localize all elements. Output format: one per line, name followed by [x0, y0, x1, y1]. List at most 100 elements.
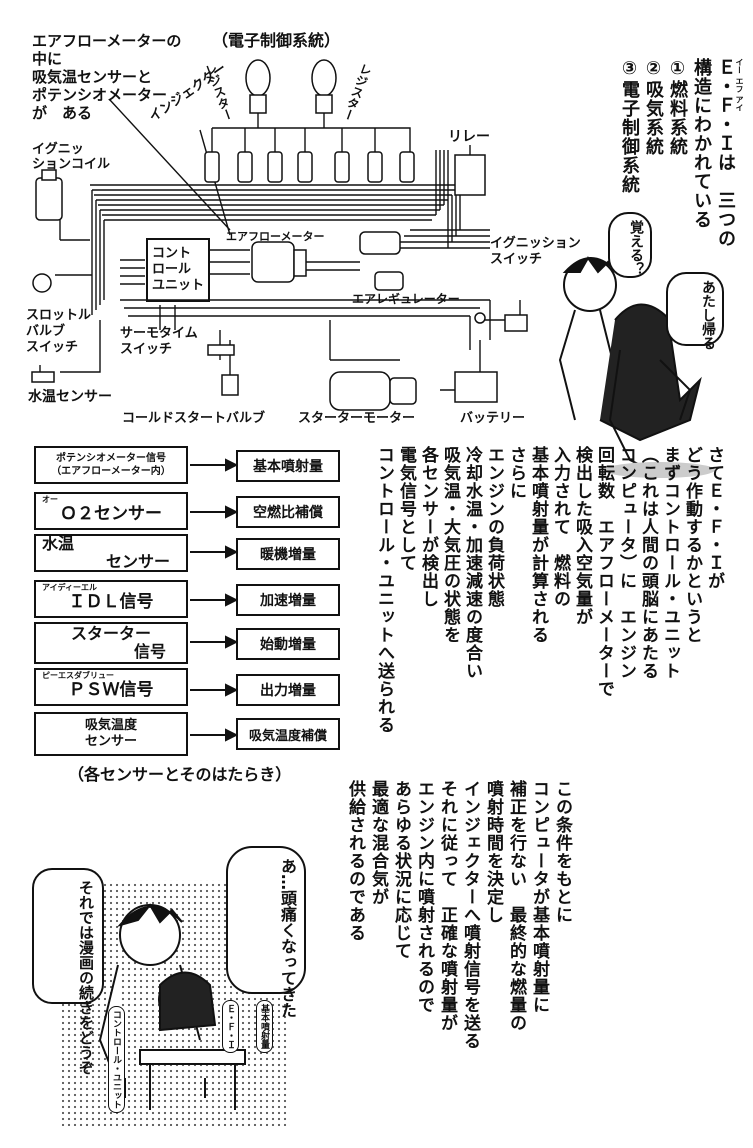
label-line: バルブ: [26, 324, 66, 339]
battery-label: バッテリー: [460, 411, 526, 426]
note-line: が ある: [32, 104, 93, 122]
text-line: コンピュータが基本噴射量に: [529, 780, 549, 1014]
table-caption: （各センサーとそのはたらき）: [68, 765, 292, 784]
sensor-name: 水温: [42, 534, 75, 553]
text-line: コンピュータ）に エンジン: [616, 446, 636, 680]
function-box: 吸気温度補償: [236, 718, 340, 750]
text-line: この条件をもとに: [552, 780, 572, 924]
text-line: 冷却水温・加速減速の度合い: [462, 446, 482, 680]
label-line: イグニッ: [32, 142, 84, 157]
text-line: 各センサーが検出し: [418, 446, 438, 608]
sensor-name: ＩＤＬ信号: [68, 591, 154, 612]
function-box: 出力増量: [236, 674, 340, 706]
label-line: サーモタイム: [120, 326, 198, 341]
label-line: スイッチ: [490, 252, 543, 267]
sensor-box: ピーエスダブリュー ＰＳＷ信号: [34, 668, 188, 706]
thermotime-switch-label: サーモタイム スイッチ: [120, 326, 198, 358]
intro-line: 構造にわかれている: [691, 58, 712, 229]
note-line: 中に: [32, 50, 63, 68]
function-box: 基本噴射量: [236, 450, 340, 482]
water-temp-sensor-label: 水温センサー: [28, 389, 112, 405]
ignition-switch-label: イグニッション スイッチ: [490, 236, 581, 268]
left-speech-bubble: それでは漫画の続きをどうぞ: [32, 868, 104, 1075]
text-line: コントロール・ユニットへ送られる: [374, 446, 394, 734]
sensor-ruby: アイディーエル: [42, 583, 98, 592]
text-line: 最適な混合気が: [368, 780, 388, 906]
label-line: イグニッション: [490, 236, 581, 251]
doodle-label-efi: Ｅ・Ｆ・Ｉ: [222, 1000, 239, 1053]
air-regulator-label: エアレギュレーター: [352, 292, 460, 306]
intro-line: ③電子制御系統: [619, 58, 640, 194]
note-line: 吸気温センサーと: [32, 68, 153, 86]
sensor-box: スターター 信号: [34, 622, 188, 664]
label-line: スロットル: [26, 308, 92, 323]
efi-ruby: イー エフ アイ: [735, 58, 744, 112]
girl-speech-bubble: あたし帰る: [666, 272, 724, 350]
text-line: 回転数 エアフローメーターで: [594, 446, 614, 698]
label-line: スイッチ: [26, 340, 79, 355]
cold-start-valve-label: コールドスタートバルブ: [122, 411, 266, 426]
sensor-name: センサー: [105, 552, 170, 571]
function-box: 空燃比補償: [236, 496, 340, 528]
airflow-meter-label: エアフローメーター: [226, 230, 325, 243]
starter-motor-label: スターターモーター: [298, 411, 416, 426]
ignition-coil-label: イグニッ ションコイル: [32, 142, 110, 172]
text-line: それに従って 正確な噴射量が: [437, 780, 457, 1032]
right-speech-bubble: あ…頭痛くなってきた: [226, 846, 306, 1018]
text-line: エンジン内に噴射されるので: [414, 780, 434, 1014]
sensor-name: Ｏ２センサー: [60, 503, 162, 524]
label-line: ユニット: [152, 278, 205, 293]
text-line: 入力されて 燃料の: [550, 446, 570, 608]
text-line: 基本噴射量が計算される: [528, 446, 548, 644]
control-unit-box: コント ロール ユニット: [146, 238, 210, 302]
sensor-box: アイディーエル ＩＤＬ信号: [34, 580, 188, 618]
doodle-label-control-unit: コントロール・ユニット: [108, 1006, 125, 1113]
intro-line: ①燃料系統: [667, 58, 688, 156]
label-line: ロール: [152, 262, 192, 277]
sensor-name: ＰＳＷ信号: [68, 679, 154, 700]
sensor-name: センサー: [84, 734, 137, 749]
label-line: ションコイル: [32, 157, 111, 172]
conclusion-text: この条件をもとに コンピュータが基本噴射量に 補正を行ない 最終的な燃量の 噴射…: [343, 780, 573, 1070]
function-box: 加速増量: [236, 584, 340, 616]
sensor-box: 水温 センサー: [34, 534, 188, 572]
sensor-box: オー Ｏ２センサー: [34, 492, 188, 530]
boy-speech-bubble: 覚える？: [608, 212, 652, 278]
intro-line: Ｅ・Ｆ・Ｉは 三つの: [715, 58, 736, 248]
label-line: スイッチ: [120, 342, 173, 357]
sensor-name: （エアフローメーター内）: [51, 466, 171, 477]
text-line: まずコントロール・ユニット: [660, 446, 680, 680]
throttle-switch-label: スロットル バルブ スイッチ: [26, 308, 91, 356]
relay-label: リレー: [448, 129, 490, 145]
diagram-note: エアフローメーターの 中に 吸気温センサーと ポテンシオメーター が ある: [32, 32, 181, 122]
text-line: （これは人間の頭脳にあたる: [638, 446, 658, 680]
sensor-name: 信号: [133, 642, 166, 661]
text-line: 吸気温・大気圧の状態を: [440, 446, 460, 644]
sensor-ruby: オー: [42, 495, 58, 504]
text-line: 供給されるのである: [345, 780, 365, 942]
text-line: 検出した吸入空気量が: [572, 446, 592, 626]
sensor-name: ポテンシオメーター信号: [56, 453, 166, 464]
doodle-label-basic-injection: 基本噴射量: [256, 1000, 273, 1053]
sensor-box: 吸気温度 センサー: [34, 712, 188, 756]
text-line: さらに: [506, 446, 526, 500]
note-line: エアフローメーターの: [32, 32, 182, 50]
text-line: エンジンの負荷状態: [484, 446, 504, 608]
explanation-text: さてＥ・Ｆ・Ｉが どう作動するかというと まずコントロール・ユニット （これは人…: [373, 446, 725, 762]
text-line: どう作動するかというと: [682, 446, 702, 644]
text-line: インジェクターへ噴射信号を送る: [460, 780, 480, 1050]
intro-text: Ｅ・Ｆ・Ｉは 三つの 構造にわかれている ①燃料系統 ②吸気系統 ③電子制御系統: [617, 58, 737, 248]
text-line: 補正を行ない 最終的な燃量の: [506, 780, 526, 1032]
sensor-ruby: ピーエスダブリュー: [42, 671, 114, 680]
sensor-box: ポテンシオメーター信号 （エアフローメーター内）: [34, 446, 188, 484]
text-line: さてＥ・Ｆ・Ｉが: [704, 446, 724, 590]
text-line: 噴射時間を決定し: [483, 780, 503, 924]
label-line: コント: [152, 246, 192, 261]
system-title: （電子制御系統）: [212, 31, 341, 50]
sensor-name: スターター: [70, 624, 151, 643]
text-line: あらゆる状況に応じて: [391, 780, 411, 960]
